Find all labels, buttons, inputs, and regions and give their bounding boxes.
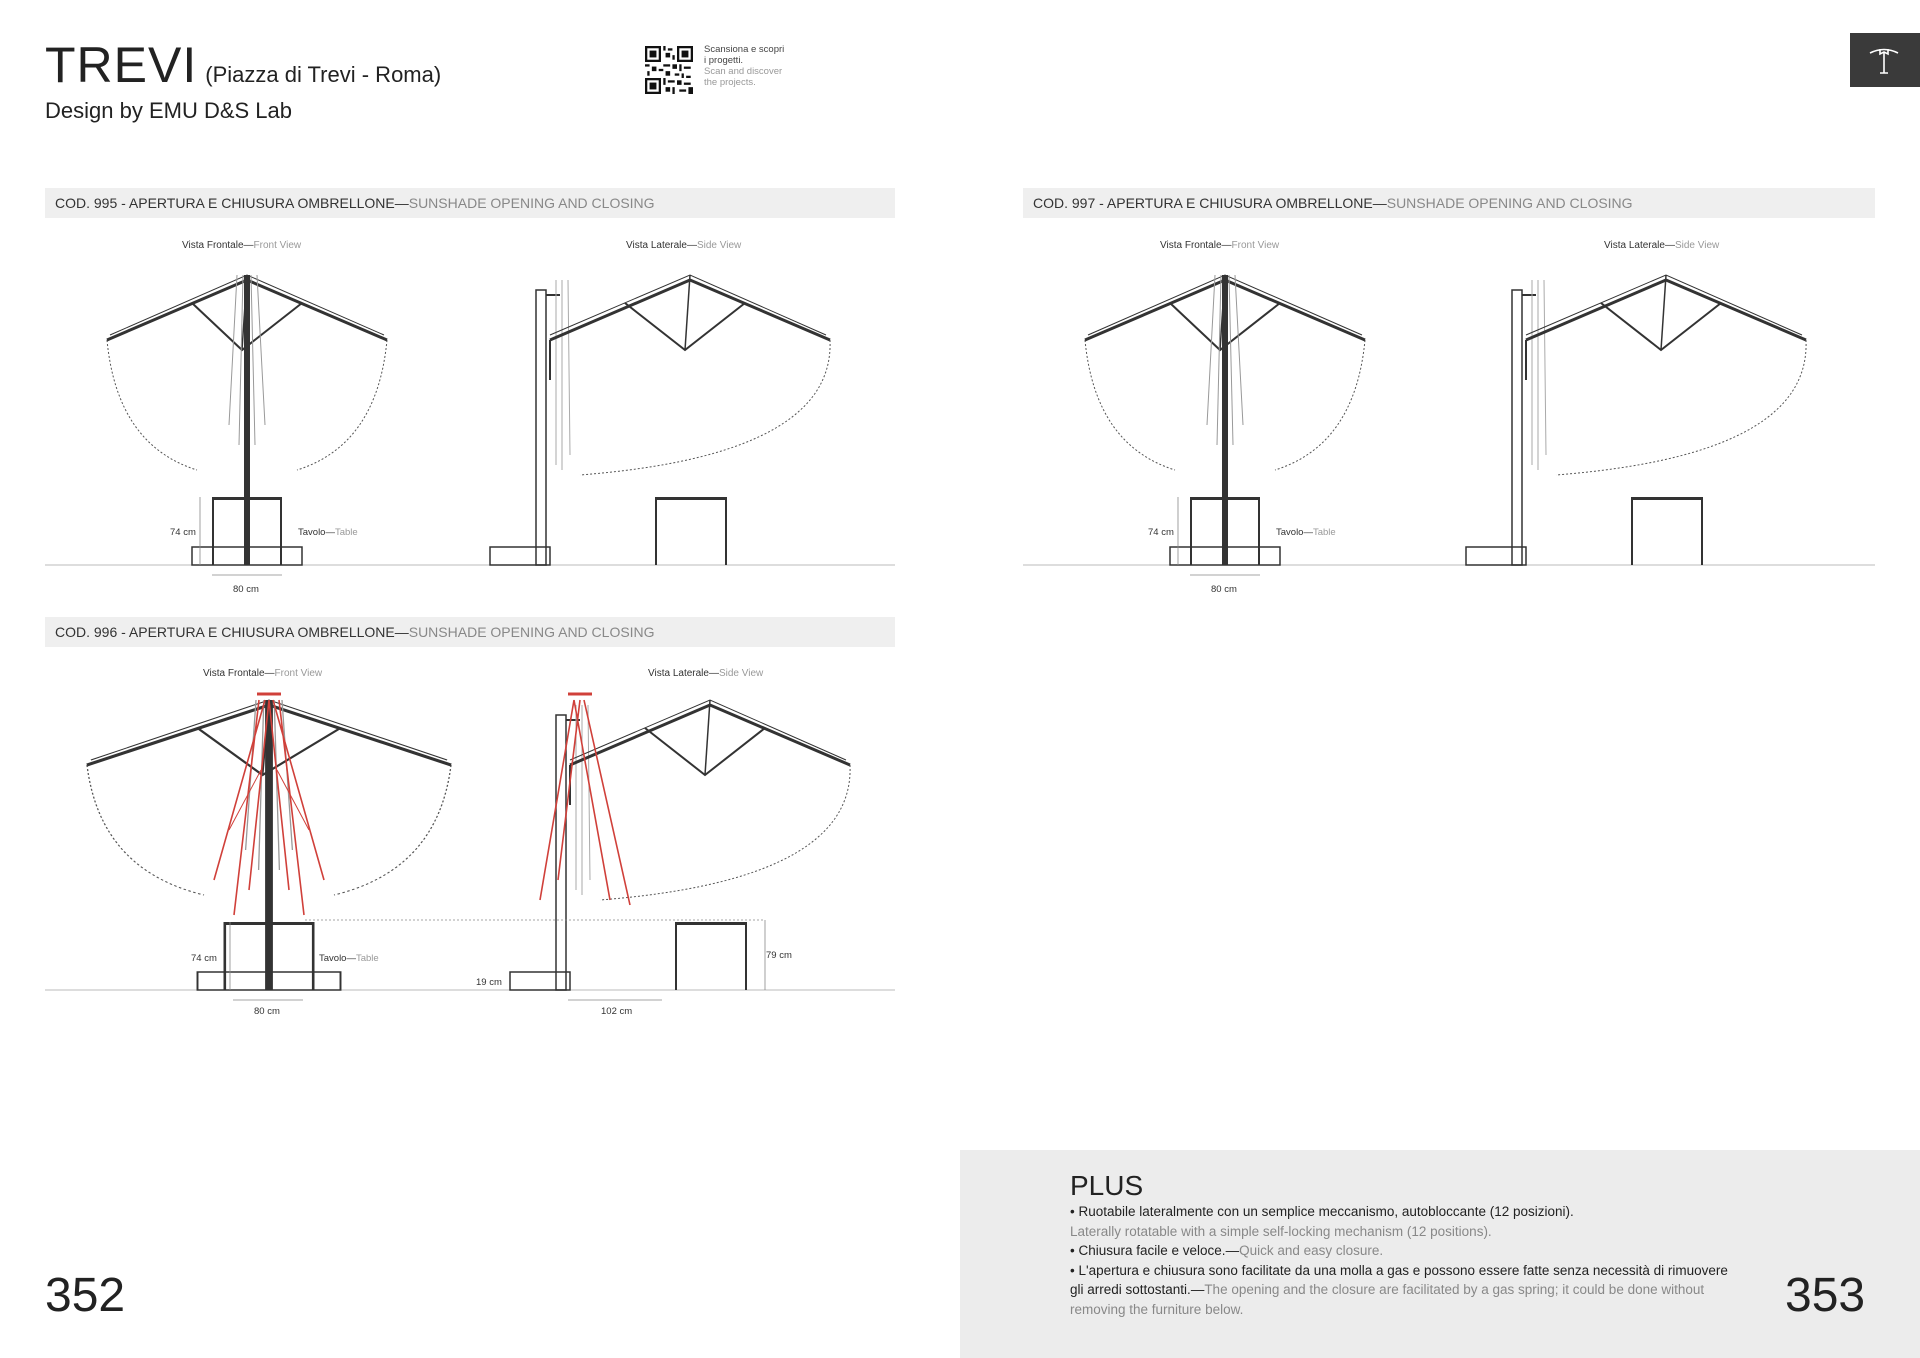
- front-view-it: Vista Frontale: [182, 240, 244, 251]
- table-en: Table: [1312, 527, 1336, 538]
- section-997-drawing: [1023, 273, 1875, 576]
- plus-item-2-en: Quick and easy closure.: [1239, 1243, 1384, 1258]
- side-view-label: Vista Laterale—Side View: [1604, 240, 1719, 251]
- table-label: Tavolo—Table: [298, 527, 358, 538]
- plus-title: PLUS: [1070, 1170, 1144, 1201]
- base-width-dimension: 102 cm: [601, 1006, 633, 1017]
- table-it: Tavolo: [319, 953, 347, 964]
- front-view-label: Vista Frontale—Front View: [203, 668, 322, 679]
- section-995-en: SUNSHADE OPENING AND CLOSING: [408, 195, 655, 211]
- designer-credit: Design by EMU D&S Lab: [45, 98, 292, 123]
- qr-caption-it-2: i progetti.: [704, 55, 744, 66]
- dash: —: [325, 527, 335, 538]
- qr-caption-en-2: the projects.: [704, 77, 756, 88]
- qr-caption: Scansiona e scopri i progetti. Scan and …: [704, 44, 784, 88]
- dash: —: [686, 240, 697, 251]
- umbrella-icon: [1869, 48, 1899, 74]
- front-view-it: Vista Frontale: [1160, 240, 1222, 251]
- width-dimension: 80 cm: [1211, 584, 1237, 595]
- height-dimension: 74 cm: [1148, 527, 1174, 538]
- side-view-it: Vista Laterale: [648, 668, 709, 679]
- table-it: Tavolo: [298, 527, 326, 538]
- section-997-en: SUNSHADE OPENING AND CLOSING: [1386, 195, 1633, 211]
- table-label: Tavolo—Table: [1276, 527, 1336, 538]
- plus-item-3: • L'apertura e chiusura sono facilitate …: [1070, 1261, 1740, 1320]
- section-997-code: COD. 997 - APERTURA E CHIUSURA OMBRELLON…: [1033, 195, 1373, 211]
- plus-item-3-en: The opening and the closure are facilita…: [1070, 1282, 1705, 1317]
- table-en: Table: [334, 527, 358, 538]
- dash: —: [394, 624, 409, 640]
- dash: —: [243, 240, 254, 251]
- side-view-label: Vista Laterale—Side View: [648, 668, 763, 679]
- side-view-en: Side View: [718, 668, 764, 679]
- front-view-en: Front View: [1231, 240, 1280, 251]
- width-dimension: 80 cm: [254, 1006, 280, 1017]
- section-995-header: COD. 995 - APERTURA E CHIUSURA OMBRELLON…: [45, 188, 895, 218]
- qr-code-icon[interactable]: [645, 46, 693, 94]
- plus-item-2: • Chiusura facile e veloce.—Quick and ea…: [1070, 1241, 1740, 1261]
- section-997-header: COD. 997 - APERTURA E CHIUSURA OMBRELLON…: [1023, 188, 1875, 218]
- front-view-it: Vista Frontale: [203, 668, 265, 679]
- plus-item-1-en: Laterally rotatable with a simple self-l…: [1070, 1223, 1492, 1239]
- dash: —: [1664, 240, 1675, 251]
- height-dimension: 74 cm: [191, 953, 217, 964]
- section-995-code: COD. 995 - APERTURA E CHIUSURA OMBRELLON…: [55, 195, 395, 211]
- section-995-drawing: [45, 273, 895, 576]
- qr-caption-it-1: Scansiona e scopri: [704, 44, 785, 55]
- section-996-code: COD. 996 - APERTURA E CHIUSURA OMBRELLON…: [55, 624, 395, 640]
- dash: —: [394, 195, 409, 211]
- dash: —: [1190, 1282, 1205, 1297]
- side-view-en: Side View: [696, 240, 742, 251]
- dash: —: [346, 953, 356, 964]
- product-title: TREVI(Piazza di Trevi - Roma): [45, 37, 442, 93]
- plus-features-box: PLUS • Ruotabile lateralmente con un sem…: [960, 1150, 1920, 1358]
- section-996-drawing: [45, 692, 895, 1001]
- dash: —: [708, 668, 719, 679]
- front-view-label: Vista Frontale—Front View: [1160, 240, 1279, 251]
- product-location: (Piazza di Trevi - Roma): [205, 62, 442, 87]
- umbrella-category-tab[interactable]: [1850, 33, 1920, 87]
- table-en: Table: [355, 953, 379, 964]
- section-996-header: COD. 996 - APERTURA E CHIUSURA OMBRELLON…: [45, 617, 895, 647]
- front-view-label: Vista Frontale—Front View: [182, 240, 301, 251]
- width-dimension: 80 cm: [233, 584, 259, 595]
- side-view-label: Vista Laterale—Side View: [626, 240, 741, 251]
- section-996-en: SUNSHADE OPENING AND CLOSING: [408, 624, 655, 640]
- page-number-left: 352: [45, 1269, 126, 1322]
- dash: —: [1303, 527, 1313, 538]
- dash: —: [1221, 240, 1232, 251]
- plus-list: • Ruotabile lateralmente con un semplice…: [1070, 1202, 1740, 1319]
- table-it: Tavolo: [1276, 527, 1304, 538]
- plus-item-2-it: • Chiusura facile e veloce.: [1070, 1243, 1226, 1258]
- front-view-en: Front View: [274, 668, 323, 679]
- page-number-right: 353: [1785, 1269, 1866, 1322]
- side-view-en: Side View: [1674, 240, 1720, 251]
- dash: —: [264, 668, 275, 679]
- height-dimension: 74 cm: [170, 527, 196, 538]
- plus-item-3-it: • L'apertura e chiusura sono facilitate …: [1070, 1262, 1728, 1298]
- plus-item-1-it: • Ruotabile lateralmente con un semplice…: [1070, 1204, 1574, 1219]
- dash: —: [1372, 195, 1387, 211]
- qr-caption-en-1: Scan and discover: [704, 66, 783, 77]
- base-height-dimension: 19 cm: [476, 977, 502, 988]
- side-height-dimension: 79 cm: [766, 950, 792, 961]
- table-label: Tavolo—Table: [319, 953, 379, 964]
- side-view-it: Vista Laterale: [1604, 240, 1665, 251]
- dash: —: [1225, 1243, 1240, 1258]
- front-view-en: Front View: [253, 240, 302, 251]
- side-view-it: Vista Laterale: [626, 240, 687, 251]
